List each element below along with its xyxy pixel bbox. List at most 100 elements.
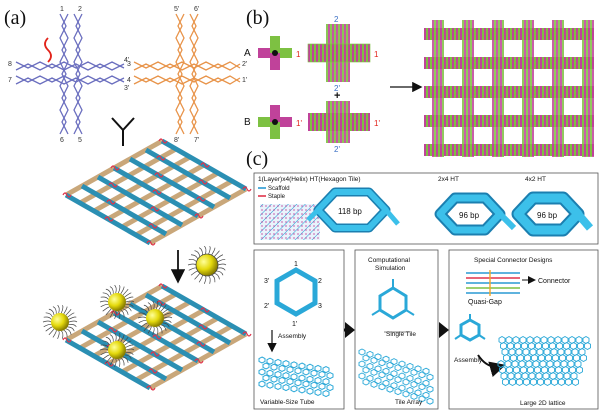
array-cell — [410, 368, 418, 376]
tube-cell — [274, 382, 282, 390]
ligand-strand — [204, 245, 207, 255]
ligand-strand — [109, 334, 114, 342]
ligand-strand — [203, 275, 207, 284]
left-end-7: 7 — [8, 77, 12, 84]
tube-cell — [290, 385, 298, 393]
hex-tile-2x4 — [434, 192, 517, 236]
ligand-strand — [125, 303, 134, 307]
ligand-strand — [65, 328, 72, 335]
array-cell — [426, 373, 434, 381]
array-cell — [386, 385, 394, 393]
strand-legend: Scaffold Staple — [258, 186, 290, 200]
tile-a-icon — [258, 36, 292, 70]
ligand-strand — [217, 263, 227, 266]
assembly2-label: Assembly — [454, 357, 483, 364]
sticky-end — [196, 341, 206, 347]
ligand-strand — [114, 284, 117, 294]
tile-a-bottom-index: 2' — [334, 84, 340, 93]
lattice-band — [96, 319, 184, 373]
ligand-strand — [208, 275, 211, 284]
ligand-strand — [120, 357, 125, 366]
left-sticky-end — [44, 37, 52, 63]
array-cell — [362, 366, 370, 374]
ligand-strand — [194, 273, 201, 280]
tube-cell — [286, 378, 294, 386]
tube-cell — [282, 360, 290, 368]
honeycomb-cell — [572, 377, 579, 387]
ligand-strand — [211, 247, 216, 256]
array-cell — [366, 374, 374, 382]
tube-cell — [266, 369, 274, 377]
tube-cell — [302, 368, 310, 376]
array-cell — [386, 361, 394, 369]
tube-cell — [274, 370, 282, 378]
lattice-band — [160, 283, 248, 337]
ligand-strand — [152, 326, 155, 335]
sticky-end — [104, 216, 114, 222]
lattice-row — [424, 86, 594, 98]
sticky-end — [152, 189, 162, 195]
tube-cell — [282, 372, 290, 380]
tile-a-detail — [307, 24, 371, 82]
array-cell — [370, 380, 378, 388]
nanoparticle — [195, 253, 219, 277]
right-end-6p: 6' — [194, 6, 199, 13]
tile-a-top-index: 2 — [334, 15, 339, 24]
sticky-end — [156, 300, 166, 306]
tube-cell — [266, 357, 274, 365]
tile-b-detail — [308, 101, 370, 143]
ligand-strand — [120, 309, 125, 318]
vertex-2: 2 — [318, 278, 322, 285]
ligand-strand — [158, 325, 163, 334]
tube-cell — [266, 381, 274, 389]
tube-cell — [314, 364, 322, 372]
ligand-strand — [190, 270, 198, 276]
tube-cell — [314, 388, 322, 396]
lattice-band — [80, 183, 168, 237]
honeycomb-cell — [544, 377, 551, 387]
sticky-end — [198, 179, 208, 185]
ligand-strand — [125, 348, 135, 351]
tube-cell — [306, 363, 314, 371]
array-cell — [418, 371, 426, 379]
sticky-end — [62, 192, 72, 198]
connector-title: Special Connector Designs — [474, 257, 553, 264]
lattice-band — [112, 310, 200, 364]
array-cell — [394, 388, 402, 396]
ligand-strand — [48, 328, 55, 336]
tube-cell — [262, 374, 270, 382]
ligand-strand — [140, 308, 148, 314]
nanoparticle — [51, 313, 69, 331]
right-end-2p: 2' — [242, 61, 247, 68]
ligand-strand — [63, 306, 68, 315]
ligand-strand — [211, 274, 216, 283]
lattice-label: Large 2D lattice — [520, 400, 566, 407]
sticky-end — [242, 186, 252, 192]
ligand-strand — [57, 304, 60, 314]
tube-cell — [258, 380, 266, 388]
ligand-strand — [67, 326, 75, 332]
array-cell — [402, 366, 410, 374]
ligand-strand — [217, 267, 226, 271]
lattice-band — [160, 138, 248, 192]
array-cell — [358, 360, 366, 368]
ligand-strand — [63, 329, 68, 338]
ligand-strand — [100, 296, 109, 300]
tube-cell — [298, 386, 306, 394]
add-nanoparticle-arrow — [170, 245, 227, 284]
single-tile-label: Single Tile — [386, 331, 416, 338]
ligand-strand — [140, 322, 148, 328]
hex-vertex-labels: 1 2 3 1' 2' 3' — [264, 261, 322, 328]
ligand-strand — [137, 316, 147, 319]
ligand-strand — [216, 254, 224, 260]
lattice-row — [424, 144, 594, 156]
ligand-strand — [155, 300, 159, 310]
panel-c-label: (c) — [246, 148, 268, 170]
ligand-strand — [45, 326, 53, 332]
simulated-single-tile — [371, 279, 415, 320]
tile-b-bottom-index: 2' — [334, 145, 340, 154]
array-cell — [406, 386, 414, 394]
left-cross-tile — [15, 13, 125, 135]
array-cell — [426, 397, 434, 405]
ligand-strand — [60, 304, 64, 314]
